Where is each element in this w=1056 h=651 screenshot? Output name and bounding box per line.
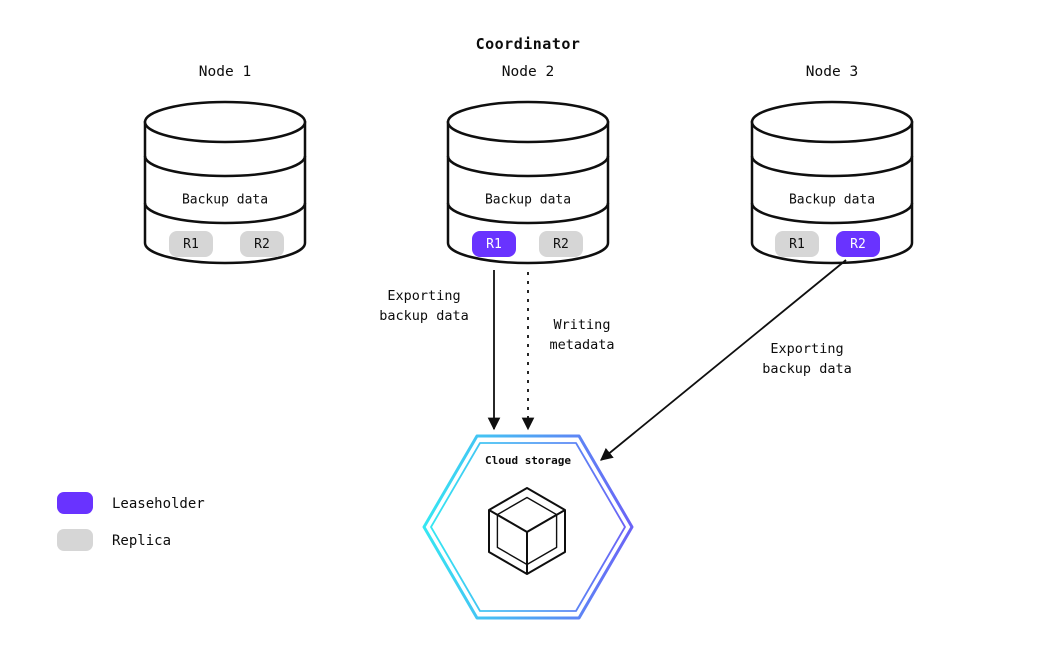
cloud-storage-label: Cloud storage — [484, 453, 572, 467]
node-3-leaseholder-r2-badge: R2 — [836, 231, 880, 257]
node-1-replica-r1-badge: R1 — [169, 231, 213, 257]
node-3-cylinder-icon — [750, 100, 914, 265]
writing-metadata-label: Writing metadata — [549, 316, 615, 353]
node-1-cylinder-icon — [143, 100, 307, 265]
node-2-leaseholder-r1-badge: R1 — [472, 231, 516, 257]
legend-replica-swatch — [57, 529, 93, 551]
storage-cube-icon — [488, 487, 566, 575]
legend-leaseholder-swatch — [57, 492, 93, 514]
node-2-replica-r2-badge: R2 — [539, 231, 583, 257]
node-3-backup-label: Backup data — [788, 192, 876, 208]
export-label-node2: Exporting backup data — [379, 287, 469, 324]
node-2-backup-label: Backup data — [484, 192, 572, 208]
node-1-replica-r2-badge: R2 — [240, 231, 284, 257]
node-2-title: Node 2 — [501, 64, 555, 81]
node-3-replica-r1-badge: R1 — [775, 231, 819, 257]
legend-leaseholder-label: Leaseholder — [112, 496, 205, 512]
node-1-title: Node 1 — [198, 64, 252, 81]
node-3-title: Node 3 — [805, 64, 859, 81]
export-arrow-node3 — [600, 259, 847, 461]
node-1-backup-label: Backup data — [181, 192, 269, 208]
export-label-node3: Exporting backup data — [762, 340, 852, 377]
node-2-cylinder-icon — [446, 100, 610, 265]
legend-replica-label: Replica — [112, 533, 172, 549]
cloud-storage-hexagon — [422, 434, 634, 620]
page-title: Coordinator — [475, 34, 581, 53]
